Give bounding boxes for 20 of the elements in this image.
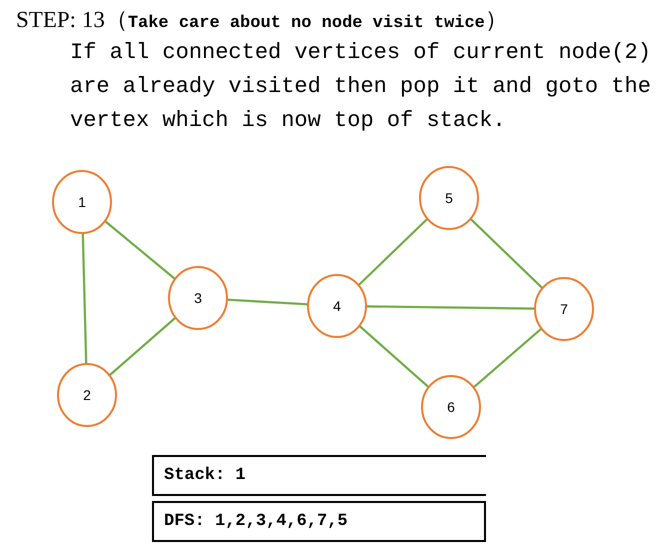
vertex-label: 1 [78,195,86,209]
step-title: STEP: 13（Take care about no node visit twice） [16,6,508,35]
vertex-label: 6 [447,400,455,414]
vertex-label: 7 [560,302,568,316]
graph-edge [108,316,176,376]
graph-edge [226,298,308,306]
graph-edge [358,218,428,286]
dfs-order-box: DFS: 1,2,3,4,6,7,5 [152,501,486,542]
graph-edge [104,220,176,280]
graph-edge [470,218,544,290]
vertex-label: 2 [83,388,91,402]
vertex-label: 5 [445,191,453,205]
graph-edge [358,324,430,388]
graph-edge [472,328,542,388]
instruction-text: If all connected vertices of current node(2) are already visited then pop it and goto the vertex which is now top of stack. [70,39,652,135]
graph-edge [366,305,536,310]
stack-box: Stack: 1 [152,455,486,496]
graph-edge [82,232,88,364]
vertex-label: 3 [194,291,202,305]
vertex-label: 4 [333,299,341,313]
